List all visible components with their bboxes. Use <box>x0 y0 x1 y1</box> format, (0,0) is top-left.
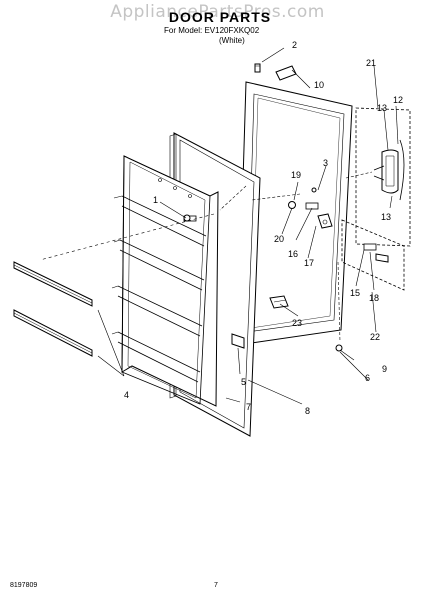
callout-3: 3 <box>323 158 328 168</box>
callout-16: 16 <box>288 249 298 259</box>
leader-lines <box>39 47 399 405</box>
callout-15: 15 <box>350 288 360 298</box>
callout-18: 18 <box>369 293 379 303</box>
door-stop-part <box>231 333 245 349</box>
callout-23: 23 <box>292 318 302 328</box>
callout-1: 1 <box>153 195 158 205</box>
callout-12: 12 <box>393 95 403 105</box>
callout-10: 10 <box>314 80 324 90</box>
shelf-rail-upper <box>13 261 93 307</box>
label-part <box>275 65 297 81</box>
callout-9: 9 <box>382 364 387 374</box>
shelf-rail-lower <box>13 309 93 357</box>
callout-4: 4 <box>124 390 129 400</box>
watermark: AppliancePartsPros.com <box>110 2 325 22</box>
callout-20: 20 <box>274 234 284 244</box>
handle-assembly-box <box>355 107 411 247</box>
top-screw-part <box>254 63 261 73</box>
callout-21: 21 <box>366 58 376 68</box>
page-title: DOOR PARTS <box>168 9 272 25</box>
color-variant: (White) <box>219 36 245 45</box>
callout-2: 2 <box>292 40 297 50</box>
callout-17: 17 <box>304 258 314 268</box>
plug-part <box>335 344 343 352</box>
document-code: 8197809 <box>10 582 38 589</box>
callout-6: 6 <box>365 373 370 383</box>
callout-13-upper: 13 <box>377 103 387 113</box>
callout-13-lower: 13 <box>381 212 391 222</box>
callout-5: 5 <box>241 377 246 387</box>
callout-8: 8 <box>305 406 310 416</box>
callout-19: 19 <box>291 170 301 180</box>
hinge-parts-box <box>288 187 405 291</box>
callout-22: 22 <box>370 332 380 342</box>
callout-7: 7 <box>246 402 251 412</box>
inner-door-liner <box>111 155 219 407</box>
model-line: For Model: EV120FXKQ02 <box>164 26 260 35</box>
bottom-hinge-part <box>269 295 289 309</box>
callout-labels: 1 2 3 4 5 6 7 8 9 10 12 13 13 15 16 17 1… <box>124 40 403 416</box>
page-number: 7 <box>214 582 218 589</box>
